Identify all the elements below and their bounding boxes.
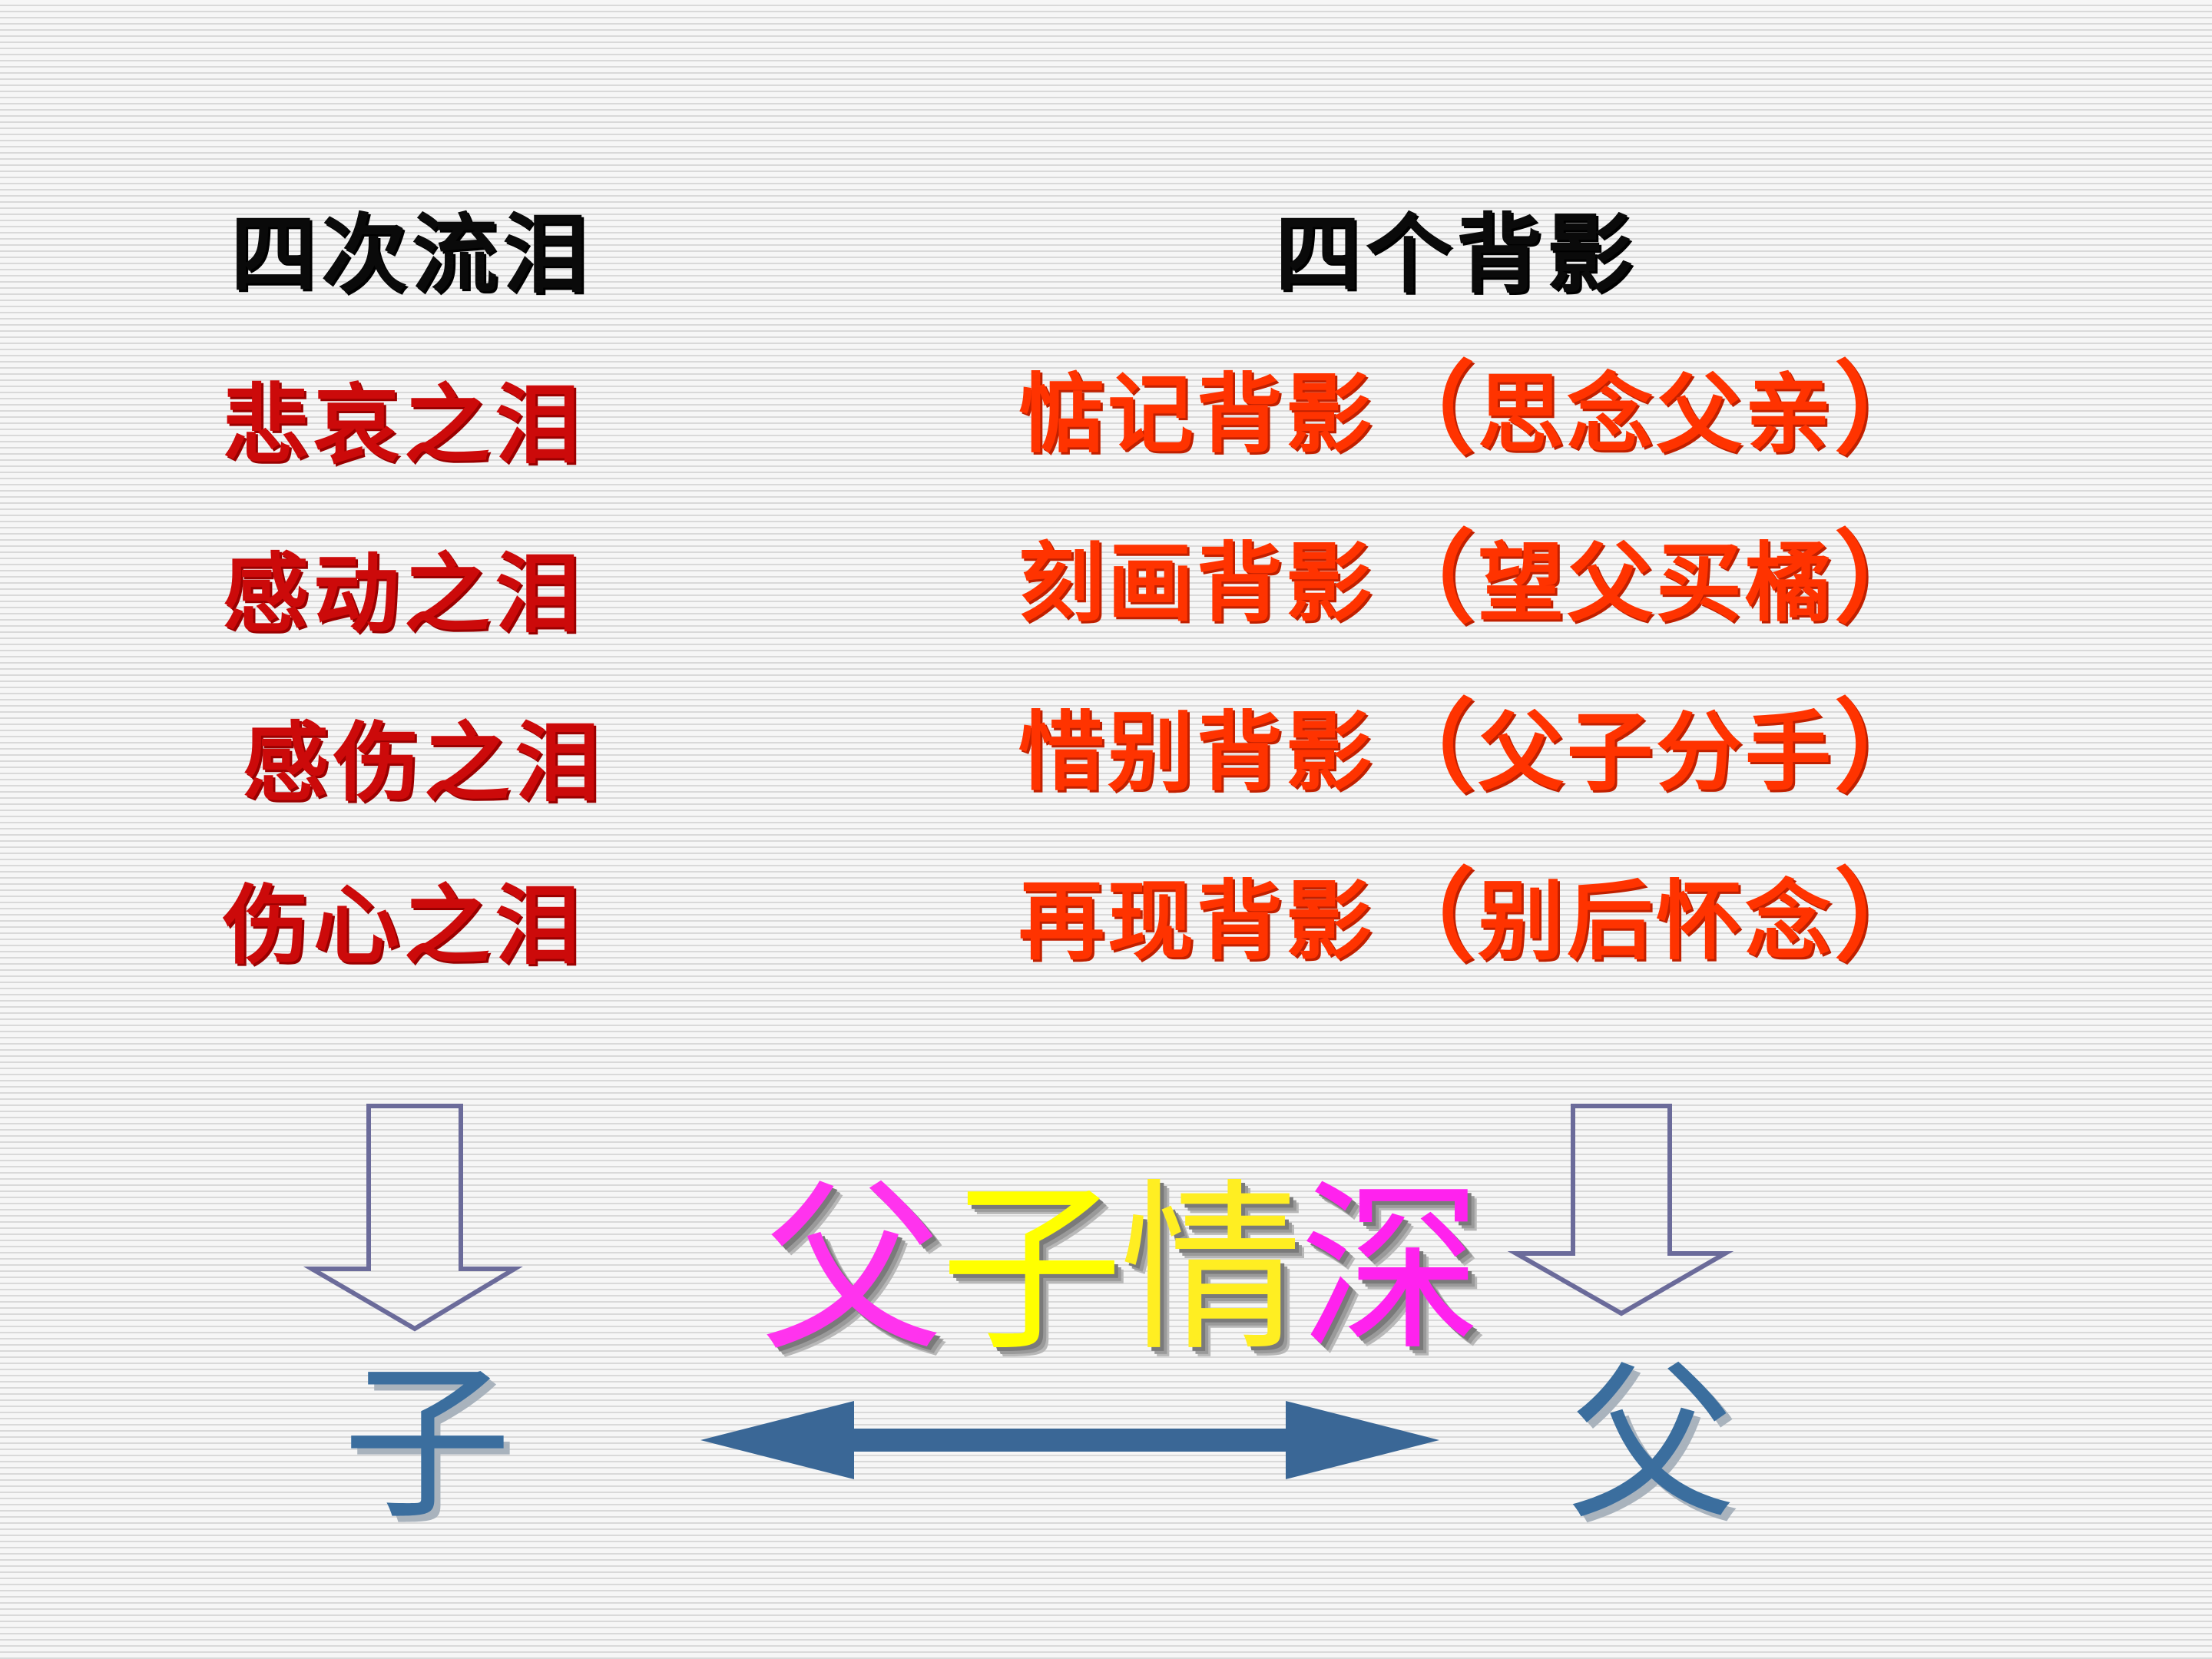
shadow-label: 惦记背影: [1018, 365, 1375, 465]
close-paren: ）: [1834, 689, 1938, 806]
shadows-heading: 四个背影: [1275, 205, 1637, 305]
double-arrow-icon: [700, 1401, 1439, 1479]
tear-item-2: 感动之泪: [223, 545, 585, 644]
shadow-item-1: 惦记背影（思念父亲）: [1018, 359, 1937, 459]
open-paren: （: [1375, 520, 1479, 637]
close-paren: ）: [1834, 858, 1938, 975]
theme-char-1: 父: [760, 1164, 943, 1376]
shadow-item-4: 再现背影（别后怀念）: [1018, 866, 1937, 966]
close-paren: ）: [1834, 351, 1938, 468]
shadow-label: 刻画背影: [1018, 534, 1375, 634]
right-down-arrow-icon: [1507, 1104, 1734, 1316]
open-paren: （: [1375, 689, 1479, 806]
left-down-arrow-icon: [303, 1104, 523, 1332]
tear-item-1: 悲哀之泪: [223, 376, 585, 475]
shadow-detail: 望父买橘: [1478, 534, 1835, 634]
theme-char-2: 子: [940, 1164, 1123, 1376]
shadow-detail: 别后怀念: [1478, 872, 1835, 972]
son-label: 子: [343, 1346, 512, 1542]
open-paren: （: [1375, 351, 1479, 468]
father-label: 父: [1567, 1346, 1737, 1542]
shadow-item-3: 惜别背影（父子分手）: [1018, 697, 1937, 797]
theme-char-4: 深: [1300, 1164, 1482, 1376]
shadow-label: 再现背影: [1018, 872, 1375, 972]
shadow-detail: 父子分手: [1478, 703, 1835, 803]
tear-item-3: 感伤之泪: [243, 714, 605, 813]
theme-title: 父子情深: [760, 1164, 1482, 1376]
tear-item-4: 伤心之泪: [223, 876, 585, 976]
open-paren: （: [1375, 858, 1479, 975]
shadow-detail: 思念父亲: [1478, 365, 1835, 465]
shadow-item-2: 刻画背影（望父买橘）: [1018, 528, 1937, 628]
theme-char-3: 情: [1120, 1164, 1303, 1376]
tears-heading: 四次流泪: [230, 205, 593, 305]
close-paren: ）: [1834, 520, 1938, 637]
shadow-label: 惜别背影: [1018, 703, 1375, 803]
